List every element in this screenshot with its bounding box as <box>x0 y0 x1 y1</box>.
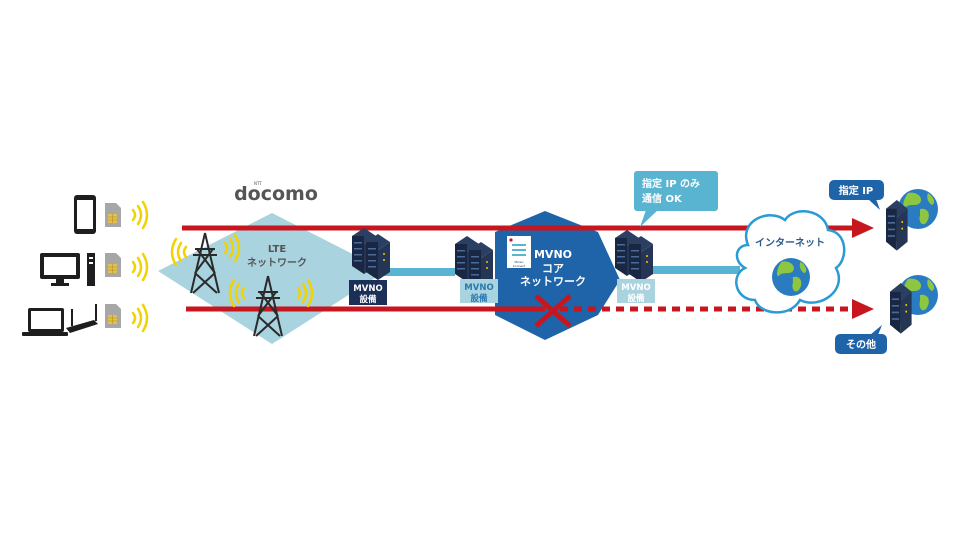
core-label-mvno: MVNO <box>534 248 572 261</box>
mvno-equipment-2-sublabel: 設備 <box>470 293 488 304</box>
internet-cloud: インターネット <box>735 210 846 314</box>
laptop-router-icon <box>22 304 98 336</box>
signal-waves-icon <box>131 200 149 230</box>
allowed-ip-callout: 指定 IP のみ 通信 OK <box>634 171 718 227</box>
mvno-equipment-3-label: MVNO <box>621 283 650 293</box>
mvno-equipment-1-sublabel: 設備 <box>359 294 377 305</box>
mvno-equipment-1-badge <box>349 280 387 305</box>
core-label-core: コア <box>542 262 564 275</box>
svg-text:指定 IP: 指定 IP <box>839 184 874 197</box>
link-lte-mvno <box>375 268 455 276</box>
sim-card-icon <box>104 202 122 228</box>
svg-text:Mineo: Mineo <box>514 260 523 264</box>
svg-text:指定 IP のみ: 指定 IP のみ <box>642 177 700 190</box>
svg-text:Connect: Connect <box>513 264 526 268</box>
lte-network-area <box>158 213 386 344</box>
signal-waves-icon <box>131 252 149 282</box>
destination-allowed-badge: 指定 IP <box>829 180 884 210</box>
mvno-equipment-3-badge <box>617 279 655 303</box>
destination-other-badge: その他 <box>835 325 887 354</box>
sim-card-icon <box>104 303 122 329</box>
destination-server-icon <box>890 283 912 334</box>
lte-label: LTE <box>268 244 287 255</box>
globe-icon <box>772 258 810 296</box>
lte-network-label: ネットワーク <box>247 257 307 269</box>
mvno-equipment-2-label: MVNO <box>464 283 493 293</box>
blocked-route-arrowhead <box>852 299 874 319</box>
sim-card-icon <box>104 252 122 278</box>
mvno-equipment-2-badge <box>460 279 498 303</box>
svg-text:通信 OK: 通信 OK <box>642 192 683 205</box>
blocked-x-icon <box>534 294 572 328</box>
core-label-network: ネットワーク <box>520 275 586 288</box>
mvno-equipment-3-sublabel: 設備 <box>627 293 645 304</box>
docomo-logo-ntt: NTT <box>254 181 262 186</box>
internet-label: インターネット <box>755 237 825 249</box>
mvno-equipment-1-label: MVNO <box>353 284 382 294</box>
desktop-icon <box>40 253 95 286</box>
mineo-connect-logo: Mineo Connect <box>507 236 531 268</box>
svg-text:その他: その他 <box>846 338 876 351</box>
allowed-route-arrowhead <box>852 218 874 238</box>
server-icon <box>615 230 653 282</box>
destination-server-icon <box>886 200 908 251</box>
docomo-logo: docomo <box>234 183 318 205</box>
smartphone-icon <box>74 195 96 234</box>
signal-waves-icon <box>131 303 149 333</box>
link-mvno-internet <box>640 266 740 274</box>
